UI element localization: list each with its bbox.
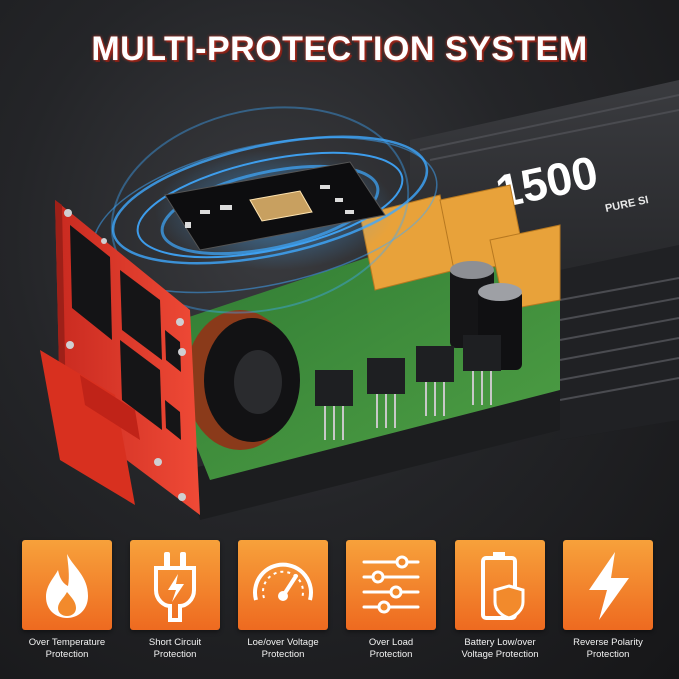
feature-card-over-temperature — [22, 540, 112, 630]
feature-card-over-load — [346, 540, 436, 630]
battery-shield-icon — [481, 552, 525, 620]
lightning-icon — [589, 552, 629, 620]
feature-card-short-circuit — [130, 540, 220, 630]
feature-card-battery — [455, 540, 545, 630]
mosfet-transistors — [315, 335, 501, 440]
front-panel — [40, 200, 200, 515]
control-chip-board — [164, 161, 386, 251]
housing-base — [185, 380, 560, 520]
page-title: MULTI-PROTECTION SYSTEM — [91, 30, 588, 68]
gauge-icon — [253, 562, 313, 601]
feature-card-voltage — [238, 540, 328, 630]
feature-card-reverse-polarity — [563, 540, 653, 630]
toroid-coil — [185, 310, 300, 450]
sliders-icon — [362, 555, 420, 614]
plug-bolt-icon — [154, 552, 196, 622]
flame-icon — [46, 554, 88, 618]
